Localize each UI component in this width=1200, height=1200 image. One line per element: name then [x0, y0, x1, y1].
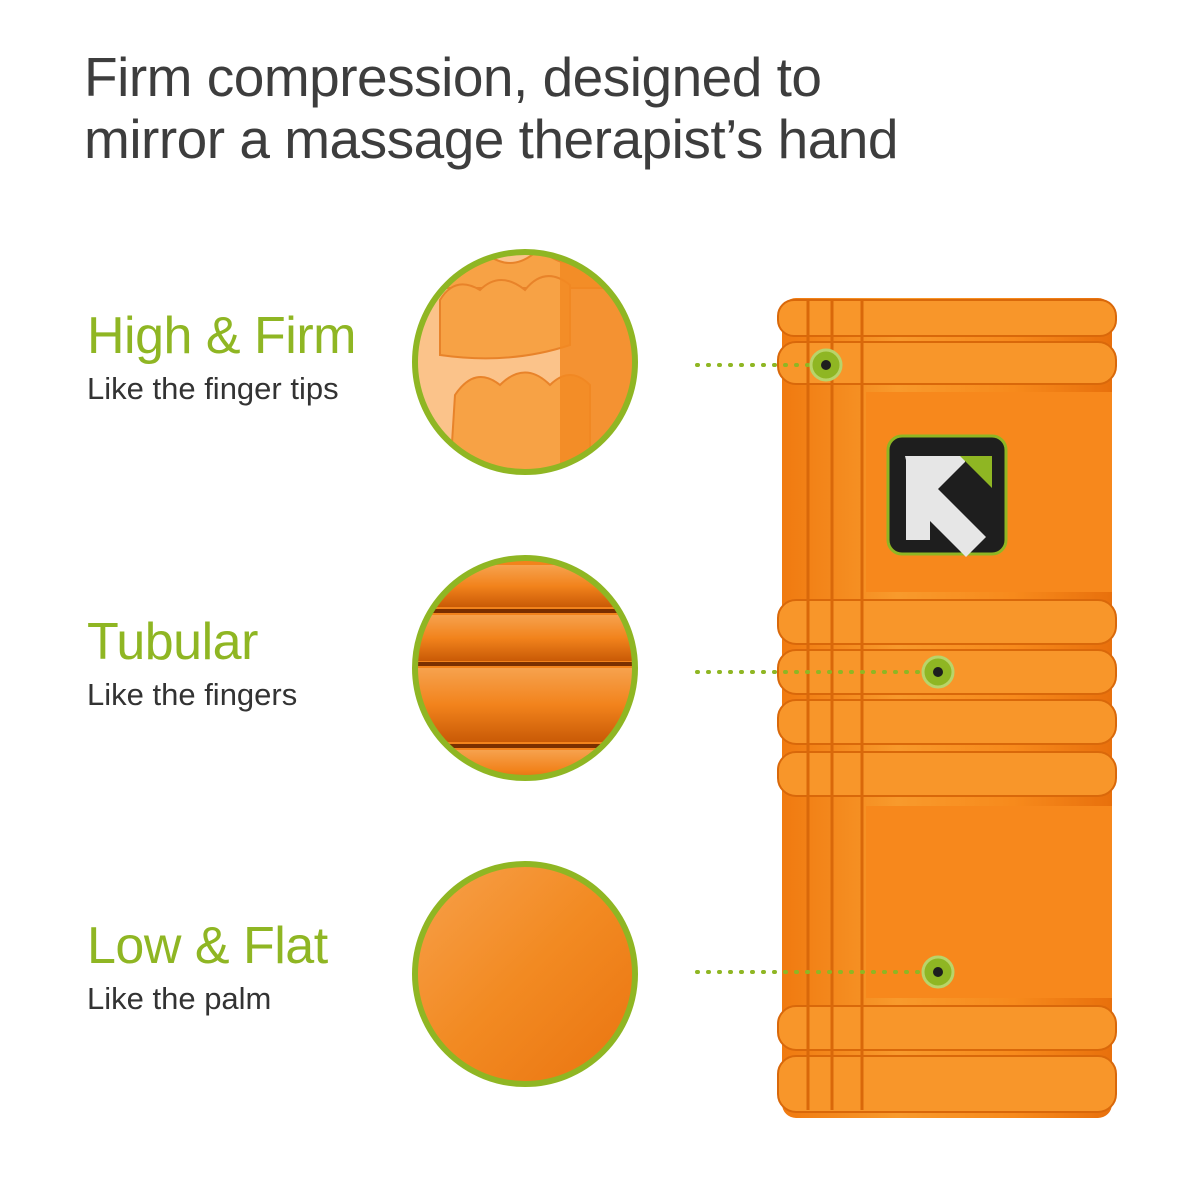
high-firm-detail-circle	[412, 249, 638, 475]
headline-line-2: mirror a massage therapist’s hand	[84, 108, 898, 170]
feature-low-flat: Low & Flat Like the palm	[87, 918, 328, 1018]
tubular-detail-circle	[412, 555, 638, 781]
trigger-point-logo-icon	[886, 434, 1008, 557]
marker-low-flat-icon	[921, 955, 955, 989]
feature-high-firm: High & Firm Like the finger tips	[87, 308, 356, 408]
feature-subtitle: Like the fingers	[87, 677, 298, 712]
feature-subtitle: Like the finger tips	[87, 371, 339, 406]
headline: Firm compression, designed to mirror a m…	[84, 46, 1124, 170]
marker-high-firm-icon	[809, 348, 843, 382]
feature-tubular: Tubular Like the fingers	[87, 614, 297, 714]
feature-subtitle: Like the palm	[87, 981, 272, 1016]
marker-tubular-icon	[921, 655, 955, 689]
low-flat-detail-circle	[412, 861, 638, 1087]
feature-title: Tubular	[87, 613, 258, 671]
foam-roller	[777, 298, 1117, 1118]
feature-title: Low & Flat	[87, 917, 328, 975]
feature-title: High & Firm	[87, 307, 356, 365]
headline-line-1: Firm compression, designed to	[84, 46, 822, 108]
